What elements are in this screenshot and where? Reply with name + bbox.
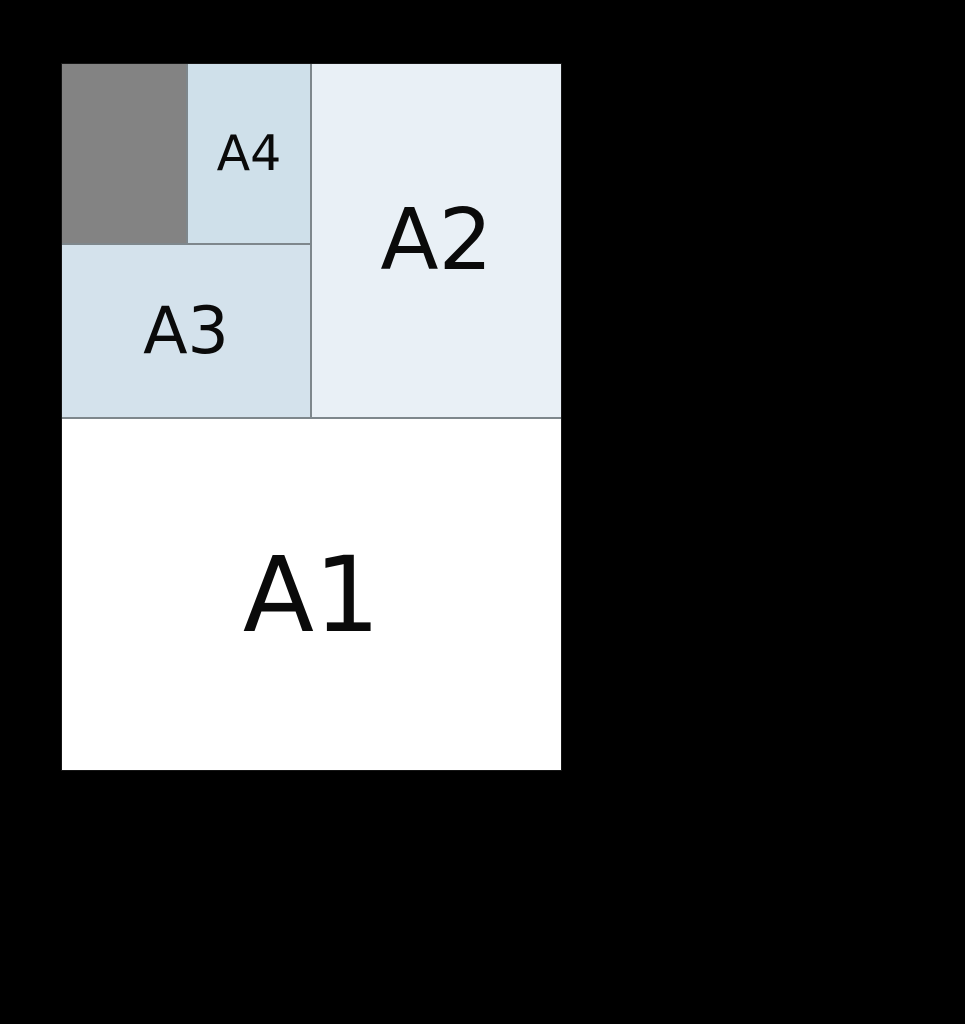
region-a3: A3	[62, 243, 310, 417]
label-a3: A3	[143, 293, 229, 369]
region-smaller-sizes	[62, 64, 186, 243]
region-a2: A2	[310, 64, 561, 417]
region-a4: A4	[186, 64, 310, 243]
paper-sizes-diagram: A4 A3 A2 A1	[62, 64, 561, 770]
region-a1: A1	[62, 417, 561, 770]
label-a1: A1	[242, 533, 381, 656]
label-a2: A2	[380, 191, 493, 290]
label-a4: A4	[216, 125, 282, 182]
